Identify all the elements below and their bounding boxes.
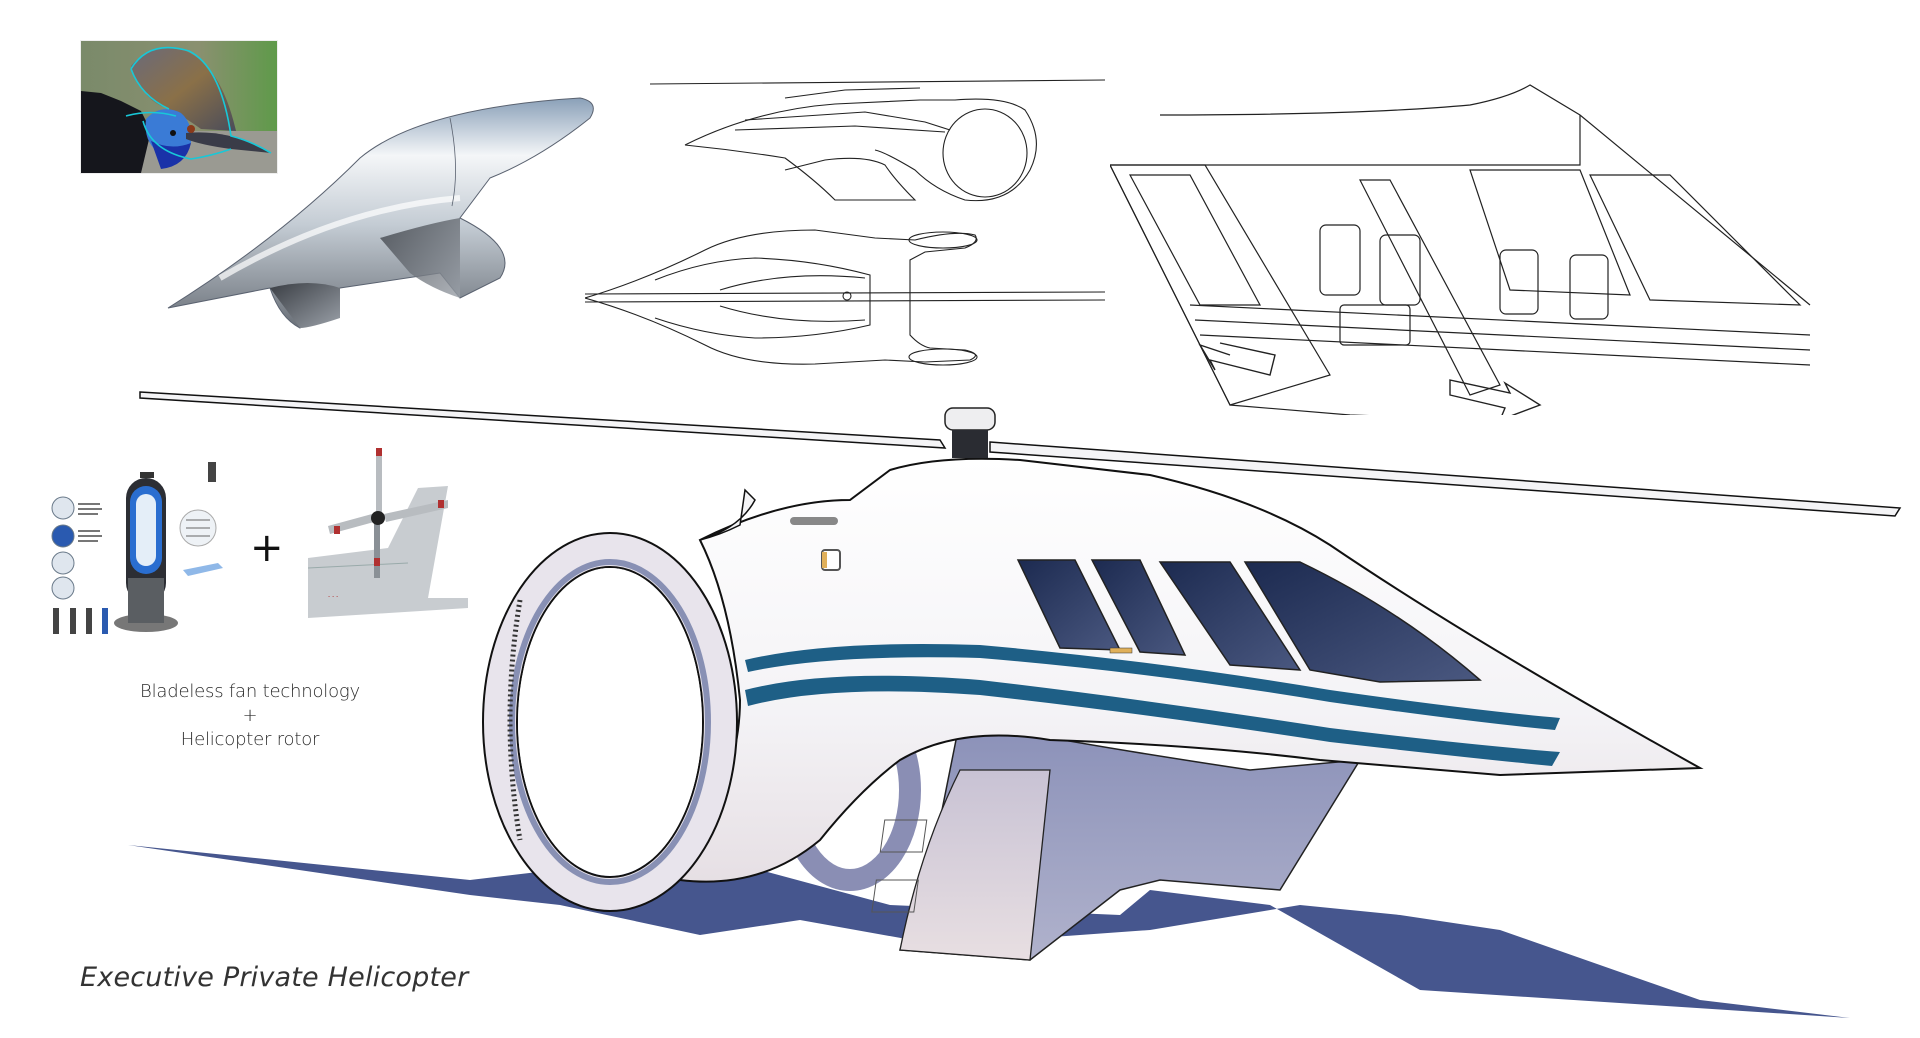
rotor-dome [944, 407, 996, 431]
cabin-windows [1016, 559, 1482, 683]
front-fan-ring [483, 533, 737, 911]
top-view-drawing [585, 229, 1106, 366]
concept-caption: Bladeless fan technology + Helicopter ro… [110, 680, 390, 752]
rear-sliding-door [1110, 164, 1331, 406]
tail-rotor-reference: - - - [308, 448, 468, 618]
rotor-blade-left [139, 391, 947, 449]
top-grille [790, 517, 838, 525]
tail-fin [699, 488, 756, 541]
cabin-seats [1319, 224, 1609, 346]
caption-line-3: Helicopter rotor [180, 729, 320, 750]
orthographic-views [585, 79, 1106, 366]
fan-detail-circles [51, 496, 75, 600]
plus-sign: + [250, 525, 284, 571]
side-view-drawing [649, 79, 1106, 202]
svg-text:- - -: - - - [328, 593, 338, 600]
rotor-hub [952, 430, 988, 458]
door-arrow-right-icon [1449, 379, 1542, 415]
inspiration-photo [80, 40, 278, 174]
caption-line-2: + [242, 705, 258, 726]
cabin-sketch [1110, 84, 1811, 415]
bladeless-fan-reference [51, 462, 223, 634]
front-sliding-door [1359, 179, 1501, 396]
sheet-title: Executive Private Helicopter [80, 962, 469, 993]
rotor-blade-right [989, 441, 1902, 517]
form-study-render [167, 97, 594, 329]
livery-stripe-lower [745, 675, 1560, 766]
door-arrow-left-icon [1198, 342, 1276, 376]
door-handle [1109, 647, 1133, 654]
caption-line-1: Bladeless fan technology [140, 681, 360, 702]
livery-stripe-upper [745, 644, 1560, 730]
